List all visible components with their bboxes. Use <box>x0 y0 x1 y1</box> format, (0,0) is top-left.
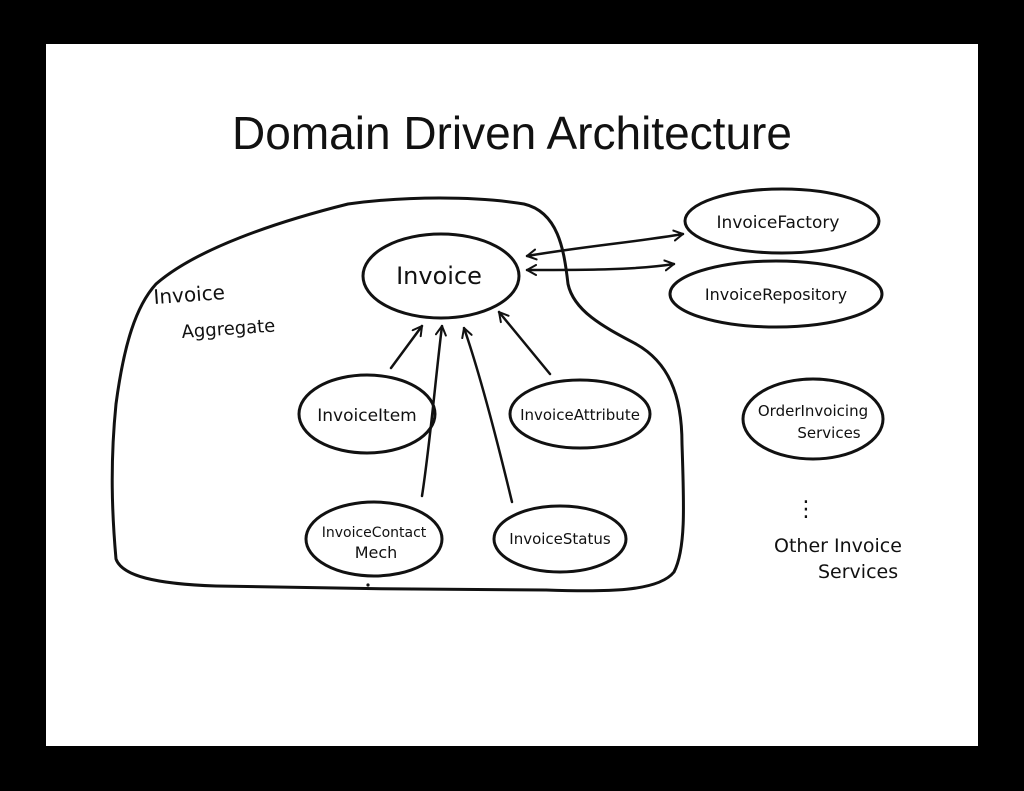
aggregate-boundary <box>110 196 685 593</box>
arrow-invoice-factory <box>525 229 685 261</box>
invoice-factory-node[interactable] <box>683 187 881 255</box>
continuation-dots: ⋮ <box>795 497 817 522</box>
invoice-factory-node-label: InvoiceFactory <box>717 213 840 233</box>
invoice-repository-node-label: InvoiceRepository <box>705 285 847 304</box>
arrow-status-to-invoice <box>461 326 514 504</box>
slide-title: Domain Driven Architecture <box>232 107 792 159</box>
arrow-invoice-repository <box>525 259 676 276</box>
aggregate-label: Aggregate <box>181 315 276 342</box>
invoice-contact-mech-node-label: Mech <box>355 543 398 562</box>
arrow-attribute-to-invoice <box>497 310 552 376</box>
invoice-item-node[interactable] <box>297 373 437 455</box>
invoice-attribute-node-label: InvoiceAttribute <box>520 406 640 424</box>
invoice-attribute-node[interactable] <box>508 378 652 450</box>
stray-mark <box>366 583 370 587</box>
invoice-node[interactable] <box>361 232 521 320</box>
invoice-status-node[interactable] <box>492 504 628 574</box>
invoice-status-node-label: InvoiceStatus <box>509 530 611 548</box>
invoice-item-node-label: InvoiceItem <box>317 406 416 426</box>
invoice-node-label: Invoice <box>396 262 482 290</box>
invoice-repository-node[interactable] <box>668 259 884 329</box>
architecture-diagram: Invoice Aggregate Invoice InvoiceItem In… <box>110 187 902 593</box>
order-invoicing-services-node-label: OrderInvoicing <box>758 402 868 420</box>
slide: Domain Driven Architecture Invoice Aggre… <box>46 44 978 746</box>
other-services-label: Other Invoice <box>774 535 902 557</box>
arrow-item-to-invoice <box>389 324 424 370</box>
arrow-contact-mech-to-invoice <box>420 324 447 498</box>
order-invoicing-services-node-label: Services <box>797 424 860 442</box>
order-invoicing-services-node[interactable] <box>741 377 885 461</box>
aggregate-label: Invoice <box>153 280 226 309</box>
other-services-label: Services <box>818 561 898 583</box>
invoice-contact-mech-node[interactable] <box>304 500 444 578</box>
invoice-contact-mech-node-label: InvoiceContact <box>322 525 427 541</box>
